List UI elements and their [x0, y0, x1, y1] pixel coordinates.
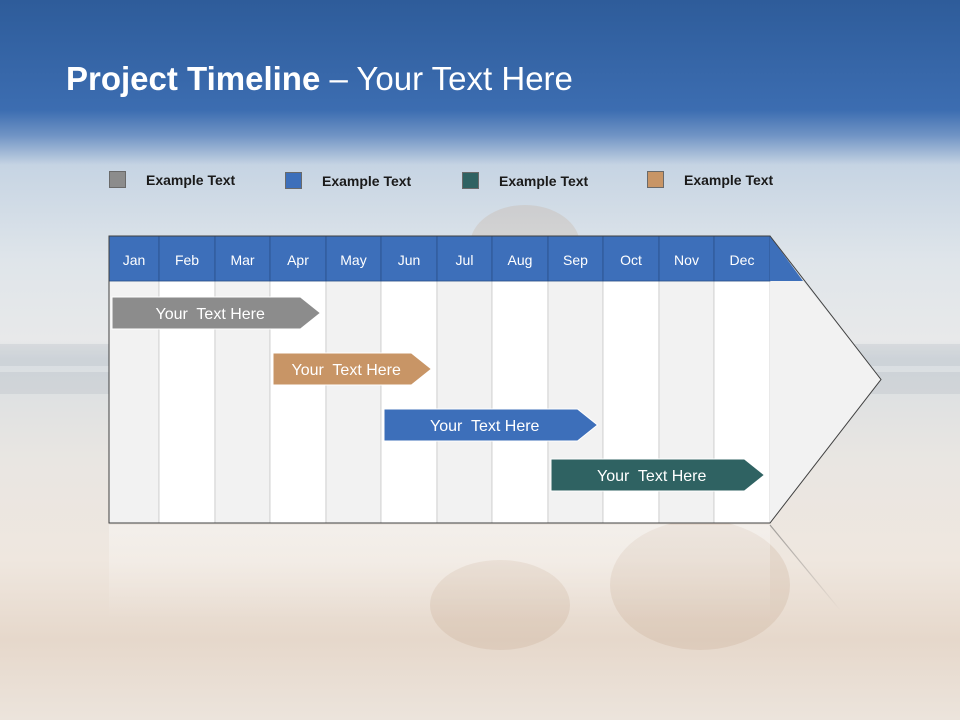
month-column-aug [492, 281, 548, 523]
month-header: Jan Feb Mar Apr May Jun Jul Aug Sep Oct Nov Dec [109, 236, 803, 281]
month-label-aug: Aug [508, 252, 533, 268]
reflection-fill [109, 525, 770, 620]
month-label-jan: Jan [123, 252, 146, 268]
timeline-bar-label: Your Text Here [291, 362, 401, 379]
timeline-bar-label: Your Text Here [597, 468, 707, 485]
timeline-reflection [109, 525, 840, 623]
month-label-nov: Nov [674, 252, 699, 268]
month-label-oct: Oct [620, 252, 642, 268]
month-column-may [326, 281, 381, 523]
month-column-jun [381, 281, 437, 523]
reflection-edge [770, 525, 840, 610]
month-label-apr: Apr [287, 252, 309, 268]
month-label-jun: Jun [398, 252, 421, 268]
month-column-jul [437, 281, 492, 523]
timeline-bar-4[interactable]: Your Text Here [551, 459, 764, 491]
month-label-feb: Feb [175, 252, 199, 268]
month-label-jul: Jul [456, 252, 474, 268]
month-label-dec: Dec [730, 252, 755, 268]
month-label-sep: Sep [563, 252, 588, 268]
timeline-bar-label: Your Text Here [430, 418, 540, 435]
timeline-bar-label: Your Text Here [155, 306, 265, 323]
timeline-bar-2[interactable]: Your Text Here [273, 353, 431, 385]
arrow-head-fill [770, 281, 881, 523]
month-label-mar: Mar [230, 252, 254, 268]
month-label-may: May [340, 252, 366, 268]
timeline-bar-1[interactable]: Your Text Here [112, 297, 320, 329]
timeline-bar-3[interactable]: Your Text Here [384, 409, 598, 441]
